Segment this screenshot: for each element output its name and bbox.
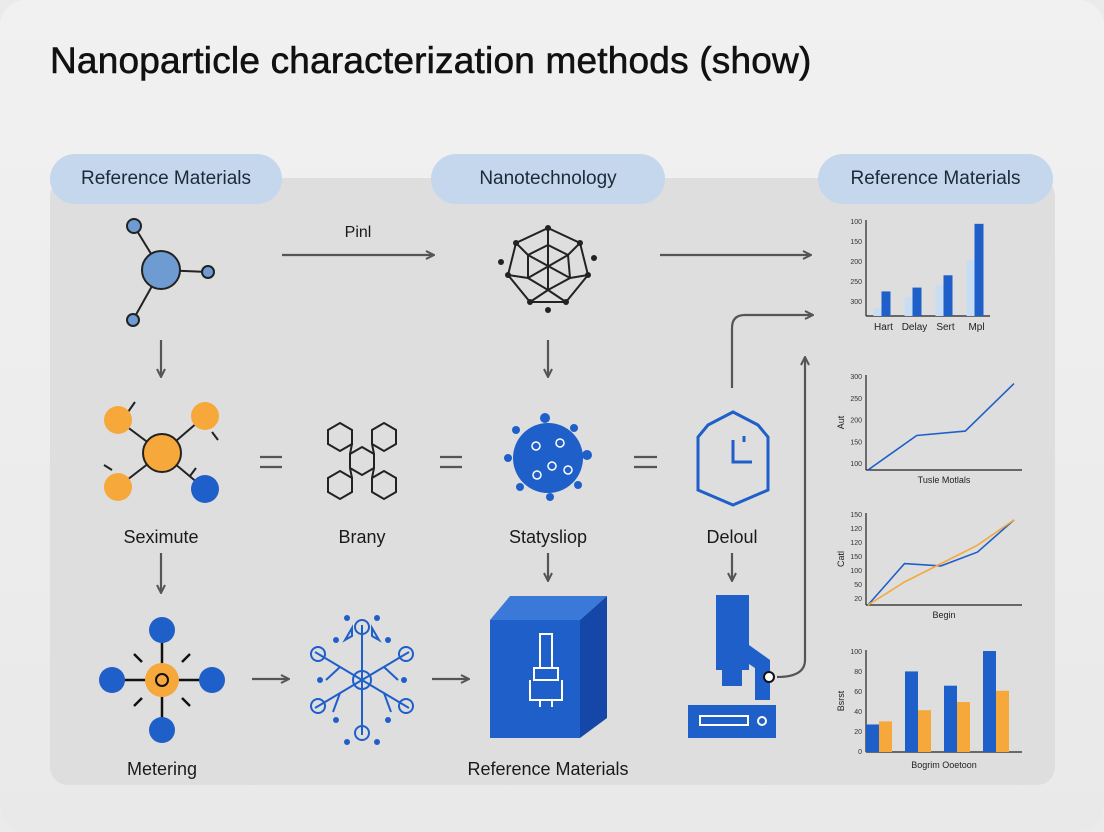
- bar-light: [904, 296, 913, 316]
- bar: [912, 287, 922, 316]
- header-reference-materials-left: Reference Materials: [50, 154, 282, 204]
- nanoparticle-network-icon: [498, 225, 597, 313]
- hexagon-cluster-icon: [327, 421, 397, 501]
- y-axis-label: Bsrst: [836, 690, 846, 711]
- series-line: [867, 383, 1015, 471]
- y-tick-label: 120: [850, 526, 862, 533]
- y-tick-label: 0: [858, 749, 862, 756]
- y-tick-label: 150: [850, 239, 862, 246]
- multi-atom-molecule-icon: [103, 401, 219, 503]
- label-statysliop: Statysliop: [508, 527, 588, 547]
- microscope-icon: [688, 595, 776, 738]
- x-tick-label: Delay: [902, 322, 928, 333]
- bar: [983, 651, 996, 752]
- x-tick-label: Hart: [874, 322, 893, 333]
- cross-molecule-icon: [99, 617, 225, 743]
- y-tick-label: 150: [850, 554, 862, 561]
- y-tick-label: 60: [854, 689, 862, 696]
- y-tick-label: 20: [854, 729, 862, 736]
- y-tick-label: 300: [850, 374, 862, 381]
- bar-secondary: [996, 690, 1009, 752]
- y-tick-label: 250: [850, 279, 862, 286]
- y-tick-label: 120: [850, 540, 862, 547]
- x-axis-label: Tusle Motlals: [918, 475, 971, 485]
- label-brany: Brany: [338, 527, 386, 547]
- y-tick-label: 40: [854, 709, 862, 716]
- y-tick-label: 20: [854, 596, 862, 603]
- y-tick-label: 100: [850, 461, 862, 468]
- label-deloul: Deloul: [706, 527, 758, 547]
- y-tick-label: 200: [850, 418, 862, 425]
- bar-secondary: [918, 710, 931, 752]
- arrow-label-pinl: Pinl: [344, 224, 372, 241]
- bar-light: [966, 259, 975, 316]
- y-tick-label: 100: [850, 219, 862, 226]
- series-line: [867, 519, 1015, 606]
- page-title: Nanoparticle characterization methods (s…: [50, 40, 812, 82]
- x-tick-label: Sert: [936, 322, 955, 333]
- arrow-elbow-up: [730, 315, 812, 388]
- y-tick-label: 100: [850, 649, 862, 656]
- y-axis-label: Catl: [836, 551, 846, 567]
- arrow-microscope-up: [776, 358, 805, 679]
- label-seximute: Seximute: [123, 527, 199, 547]
- y-axis-label: Aut: [836, 415, 846, 429]
- header-nanotechnology: Nanotechnology: [431, 154, 665, 204]
- instrument-box-icon: [490, 596, 607, 738]
- bar-light: [873, 308, 882, 316]
- y-tick-label: 200: [850, 259, 862, 266]
- bar: [866, 724, 879, 752]
- y-tick-label: 80: [854, 669, 862, 676]
- bar: [905, 671, 918, 752]
- y-tick-label: 150: [850, 512, 862, 519]
- y-tick-label: 50: [854, 582, 862, 589]
- series-line: [867, 519, 1015, 606]
- bar: [944, 685, 957, 752]
- bar-secondary: [957, 702, 970, 752]
- bar: [974, 223, 984, 316]
- bar-secondary: [879, 721, 892, 752]
- y-tick-label: 250: [850, 396, 862, 403]
- y-tick-label: 150: [850, 439, 862, 446]
- bar: [881, 291, 891, 316]
- x-tick-label: Mpl: [968, 322, 984, 333]
- y-tick-label: 300: [850, 299, 862, 306]
- molecule-hub-icon: [126, 218, 215, 327]
- label-metering: Metering: [126, 759, 198, 779]
- bar: [943, 275, 953, 316]
- y-tick-label: 100: [850, 568, 862, 575]
- bar-light: [935, 285, 944, 316]
- x-axis-label: Bogrim Ooetoon: [911, 760, 977, 770]
- flow-arrows: [161, 255, 812, 679]
- header-reference-materials-right: Reference Materials: [818, 154, 1053, 204]
- porous-sphere-icon: [504, 413, 592, 501]
- x-axis-label: Begin: [932, 610, 955, 620]
- equals-signs: [260, 455, 657, 469]
- label-reference-materials: Reference Materials: [467, 759, 629, 779]
- hexagon-device-icon: [696, 410, 770, 507]
- snowflake-network-icon: [310, 615, 414, 745]
